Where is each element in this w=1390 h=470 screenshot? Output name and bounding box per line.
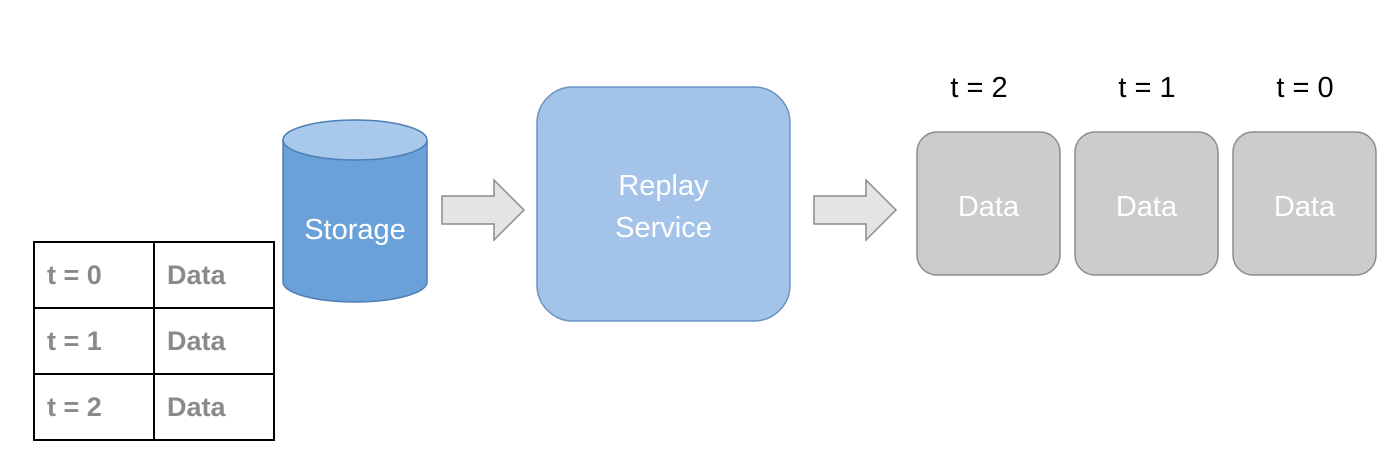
packet-box-3 — [1232, 131, 1377, 276]
storage-label-text: Storage — [304, 213, 406, 246]
replay-service-box — [536, 86, 791, 322]
table-cell-data: Data — [153, 373, 275, 441]
storage-cylinder — [282, 119, 428, 303]
packet-label-3: Data — [1273, 190, 1336, 223]
storage-body — [282, 139, 428, 303]
packet-time-label-1: t = 2 — [950, 72, 1008, 104]
table-cell-time: t = 0 — [33, 241, 155, 309]
storage-top — [282, 119, 428, 161]
packet-label-2: Data — [1115, 190, 1178, 223]
replay-service-label: Replay Service — [537, 165, 790, 249]
table-row: t = 2 Data — [33, 373, 275, 441]
packet-time-label-3: t = 0 — [1276, 72, 1334, 104]
replay-service-line2: Service — [615, 212, 712, 244]
arrow-storage-to-replay — [441, 178, 526, 242]
packet-time-label-2: t = 1 — [1118, 72, 1176, 104]
packet-label-1: Data — [957, 190, 1020, 223]
table-row: t = 0 Data — [33, 241, 275, 309]
table-row: t = 1 Data — [33, 307, 275, 375]
table-cell-data: Data — [153, 241, 275, 309]
table-cell-time: t = 2 — [33, 373, 155, 441]
packet-box-1 — [916, 131, 1061, 276]
storage-label: Storage — [283, 205, 427, 255]
replay-service-line1: Replay — [618, 169, 709, 202]
input-data-table: t = 0 Data t = 1 Data t = 2 Data — [33, 241, 275, 441]
packet-box-2 — [1074, 131, 1219, 276]
table-cell-data: Data — [153, 307, 275, 375]
arrow-replay-to-queue — [813, 178, 898, 242]
table-cell-time: t = 1 — [33, 307, 155, 375]
